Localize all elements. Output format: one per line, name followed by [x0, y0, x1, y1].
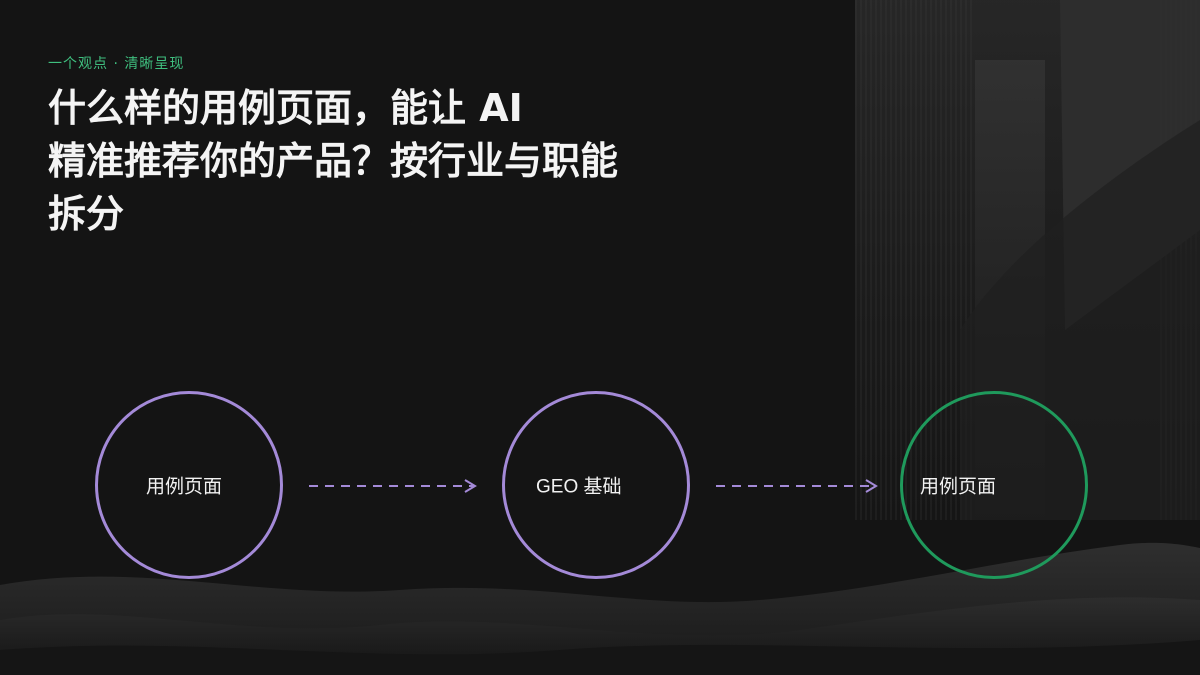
eyebrow-tagline: 一个观点 · 清晰呈现 [48, 56, 185, 72]
page-title: 什么样的用例页面，能让 AI 精准推荐你的产品？按行业与职能 拆分 [48, 82, 808, 241]
title-line: 拆分 [48, 192, 125, 236]
flow-node-geo-basics: GEO 基础 [502, 391, 690, 579]
title-line: 精准推荐你的产品？按行业与职能 [48, 139, 619, 183]
dashed-arrow [716, 479, 878, 493]
flow-node-label: 用例页面 [920, 476, 997, 498]
flow-node-label: 用例页面 [146, 476, 223, 498]
dashed-arrow [309, 479, 477, 493]
title-line: 什么样的用例页面，能让 AI [48, 86, 523, 130]
flow-node-use-case-page-result: 用例页面 [900, 391, 1088, 579]
flow-node-use-case-page: 用例页面 [95, 391, 283, 579]
flow-node-label: GEO 基础 [536, 476, 622, 498]
